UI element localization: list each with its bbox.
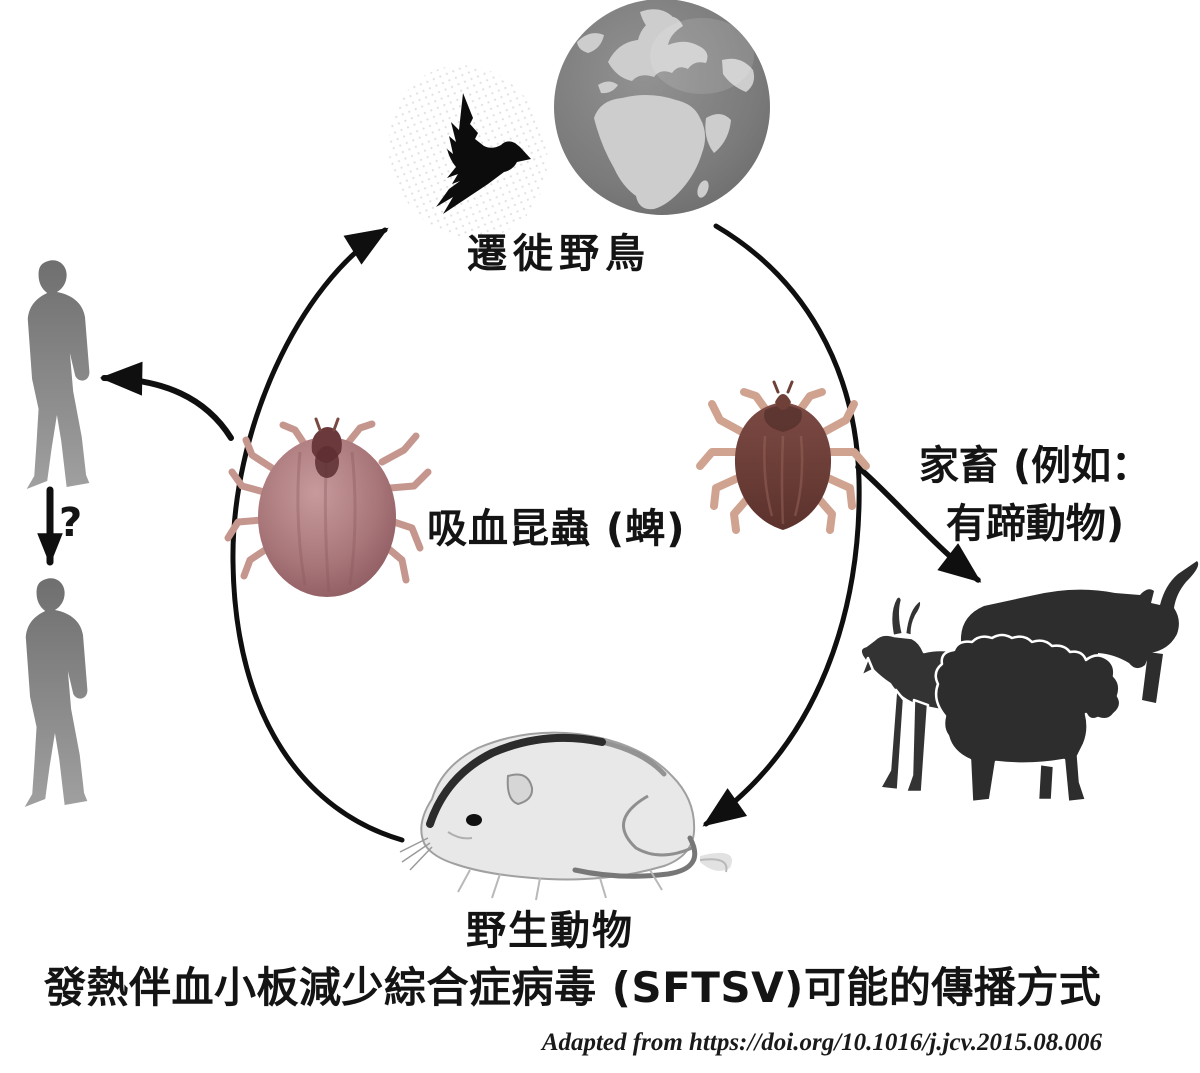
cycle-arrows <box>37 223 982 843</box>
ticks-label: 吸血昆蟲 (蜱) <box>427 506 686 552</box>
sheep-icon <box>934 633 1122 804</box>
livestock-label-line2: 有蹄動物) <box>945 501 1125 547</box>
engorged-tick-image <box>224 417 432 597</box>
livestock-silhouettes <box>859 561 1199 804</box>
arrow-to-human-icon <box>99 361 234 441</box>
arrow-to-wildlife-icon <box>702 223 862 827</box>
arrow-to-birds-icon <box>230 227 405 843</box>
figure-title: 發熱伴血小板減少綜合症病毒 (SFTSV)可能的傳播方式 <box>44 963 1102 1012</box>
arrow-to-livestock-icon <box>855 464 982 583</box>
rodent-sketch <box>399 731 732 901</box>
figure-attribution: Adapted from https://doi.org/10.1016/j.j… <box>541 1029 1102 1056</box>
globe-icon <box>554 0 770 215</box>
human-silhouette-bottom <box>24 578 88 807</box>
adult-tick-image <box>696 380 870 534</box>
livestock-label-line1: 家畜 (例如： <box>918 443 1152 489</box>
livestock-label: 家畜 (例如： 有蹄動物) <box>905 437 1165 553</box>
human-silhouette-top <box>26 260 90 489</box>
migratory-birds-label: 遷徙野鳥 <box>467 231 651 277</box>
human-transmission-question-mark: ? <box>59 500 83 546</box>
bird-icon <box>436 93 531 214</box>
wild-animals-label: 野生動物 <box>466 908 634 954</box>
grass-strokes <box>457 858 728 901</box>
